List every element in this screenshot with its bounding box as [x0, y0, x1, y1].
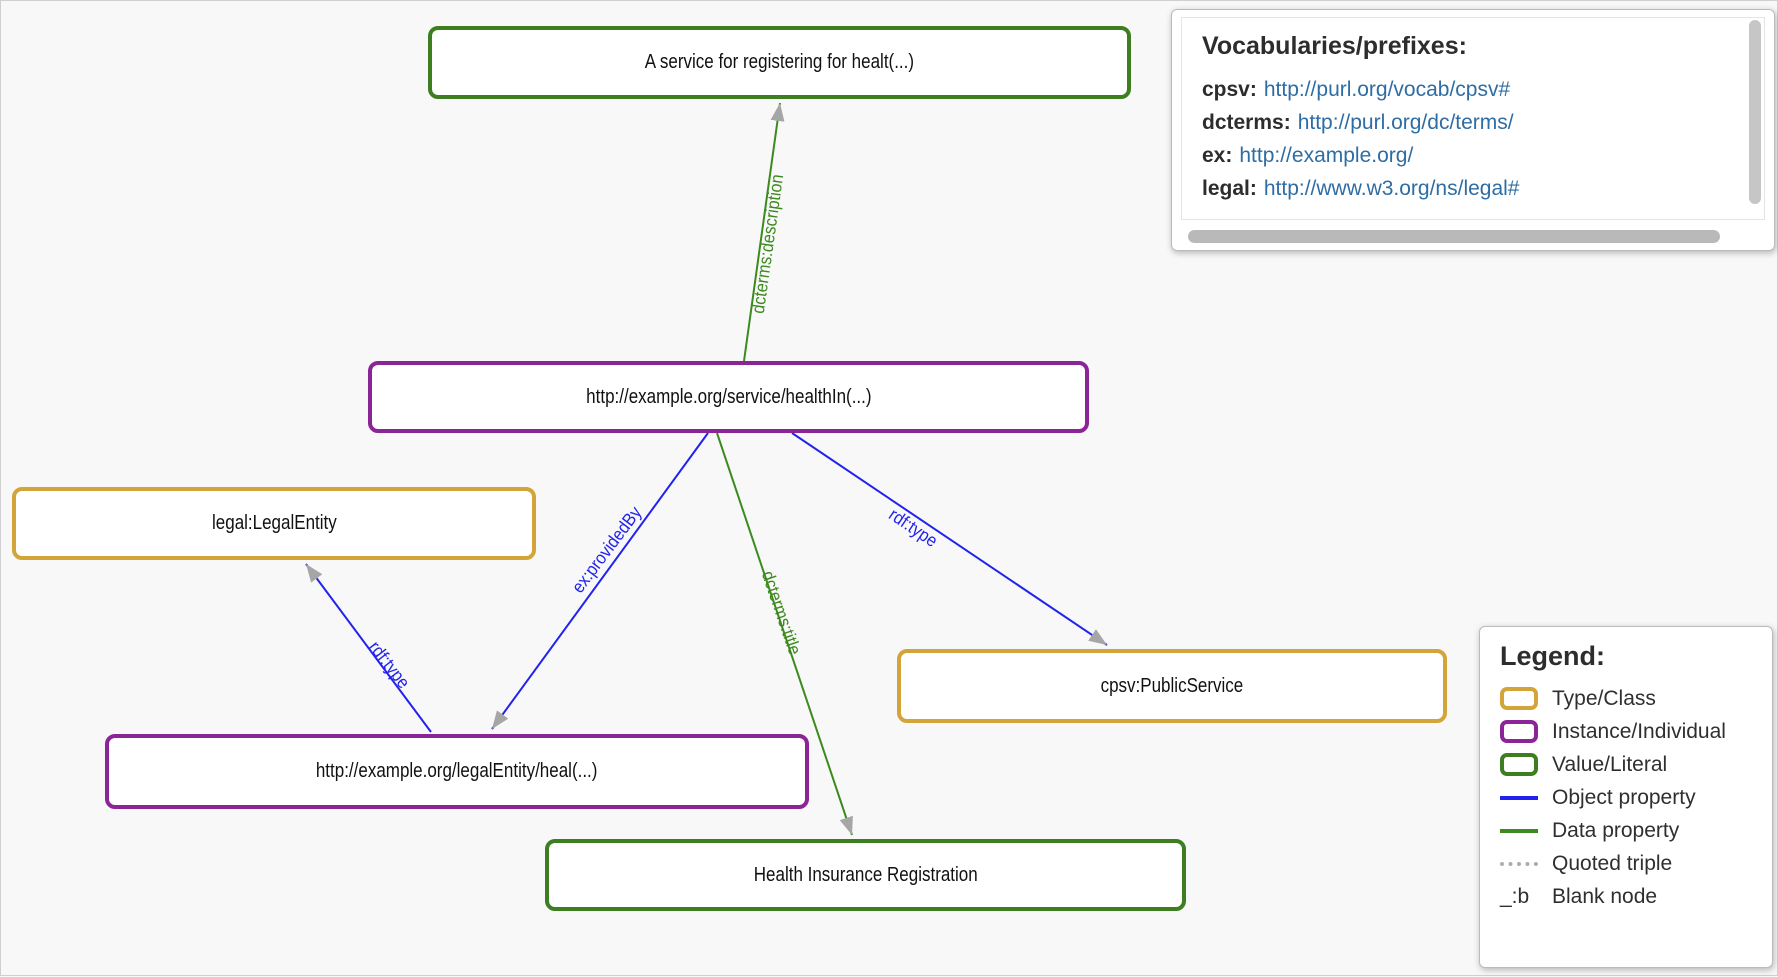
vocab-uri-link[interactable]: http://purl.org/dc/terms/ — [1297, 111, 1514, 134]
vocab-entry-dcterms: dcterms: http://purl.org/dc/terms/ — [1202, 106, 1746, 139]
vocab-uri-link[interactable]: http://www.w3.org/ns/legal# — [1263, 177, 1520, 200]
horizontal-scrollbar-thumb[interactable] — [1188, 230, 1720, 243]
legend-item-label: Blank node — [1552, 884, 1658, 908]
legend-item-blank-node: _:b Blank node — [1500, 880, 1772, 913]
node-service-instance[interactable]: http://example.org/service/healthIn(...) — [368, 361, 1089, 433]
node-label: legal:LegalEntity — [211, 512, 337, 534]
data-property-line-icon — [1500, 828, 1538, 833]
node-label: http://example.org/service/healthIn(...) — [585, 385, 872, 408]
object-property-line-icon — [1500, 795, 1538, 800]
legend-item-label: Type/Class — [1552, 686, 1656, 710]
legend-item-type-class: Type/Class — [1500, 682, 1772, 715]
legend-item-label: Value/Literal — [1552, 752, 1668, 776]
edge-rdf-type-publicservice — [791, 432, 1108, 646]
quoted-triple-line-icon — [1500, 861, 1538, 866]
vocab-prefix: dcterms: — [1202, 111, 1291, 134]
edge-rdf-type-legalentity — [305, 563, 432, 733]
legend-item-literal: Value/Literal — [1500, 748, 1772, 781]
legend-item-label: Quoted triple — [1552, 851, 1673, 875]
node-label: A service for registering for healt(...) — [644, 51, 915, 73]
literal-swatch-icon — [1500, 753, 1538, 776]
legend-item-label: Data property — [1552, 818, 1680, 842]
edge-dcterms-title — [716, 432, 853, 836]
node-legal-entity-instance[interactable]: http://example.org/legalEntity/heal(...) — [105, 734, 809, 809]
vertical-scrollbar-thumb[interactable] — [1749, 20, 1761, 204]
vocabularies-content: Vocabularies/prefixes: cpsv: http://purl.… — [1181, 17, 1765, 220]
legend-item-instance: Instance/Individual — [1500, 715, 1772, 748]
vocab-entry-ex: ex: http://example.org/ — [1202, 139, 1746, 172]
legend-panel: Legend: Type/Class Instance/Individual V… — [1479, 626, 1773, 968]
legend-item-label: Instance/Individual — [1552, 719, 1726, 743]
vocab-entry-legal: legal: http://www.w3.org/ns/legal# — [1202, 172, 1746, 205]
vocab-entry-cpsv: cpsv: http://purl.org/vocab/cpsv# — [1202, 73, 1746, 106]
node-label: Health Insurance Registration — [753, 863, 978, 886]
node-legal-entity-class[interactable]: legal:LegalEntity — [12, 487, 536, 560]
blank-node-symbol: _:b — [1500, 884, 1530, 908]
legend-title: Legend: — [1500, 641, 1605, 671]
vocabularies-panel: Vocabularies/prefixes: cpsv: http://purl.… — [1171, 9, 1775, 251]
instance-swatch-icon — [1500, 720, 1538, 743]
vocab-prefix: ex: — [1202, 144, 1233, 167]
legend-item-quoted-triple: Quoted triple — [1500, 847, 1772, 880]
node-title-literal[interactable]: Health Insurance Registration — [545, 839, 1186, 911]
legend-item-data-property: Data property — [1500, 814, 1772, 847]
vocab-uri-link[interactable]: http://example.org/ — [1239, 144, 1414, 167]
node-description-literal[interactable]: A service for registering for healt(...) — [428, 26, 1131, 99]
vocab-prefix: cpsv: — [1202, 78, 1257, 101]
node-label: http://example.org/legalEntity/heal(...) — [316, 760, 598, 782]
node-public-service-class[interactable]: cpsv:PublicService — [897, 649, 1447, 723]
vocab-uri-link[interactable]: http://purl.org/vocab/cpsv# — [1263, 78, 1511, 101]
node-label: cpsv:PublicService — [1100, 674, 1244, 697]
legend-item-label: Object property — [1552, 785, 1696, 809]
edge-ex-providedby — [491, 432, 709, 730]
edge-dcterms-description — [743, 102, 785, 362]
vocab-prefix: legal: — [1202, 177, 1257, 200]
class-swatch-icon — [1500, 687, 1538, 710]
legend-item-object-property: Object property — [1500, 781, 1772, 814]
vocabularies-title: Vocabularies/prefixes: — [1202, 32, 1467, 60]
